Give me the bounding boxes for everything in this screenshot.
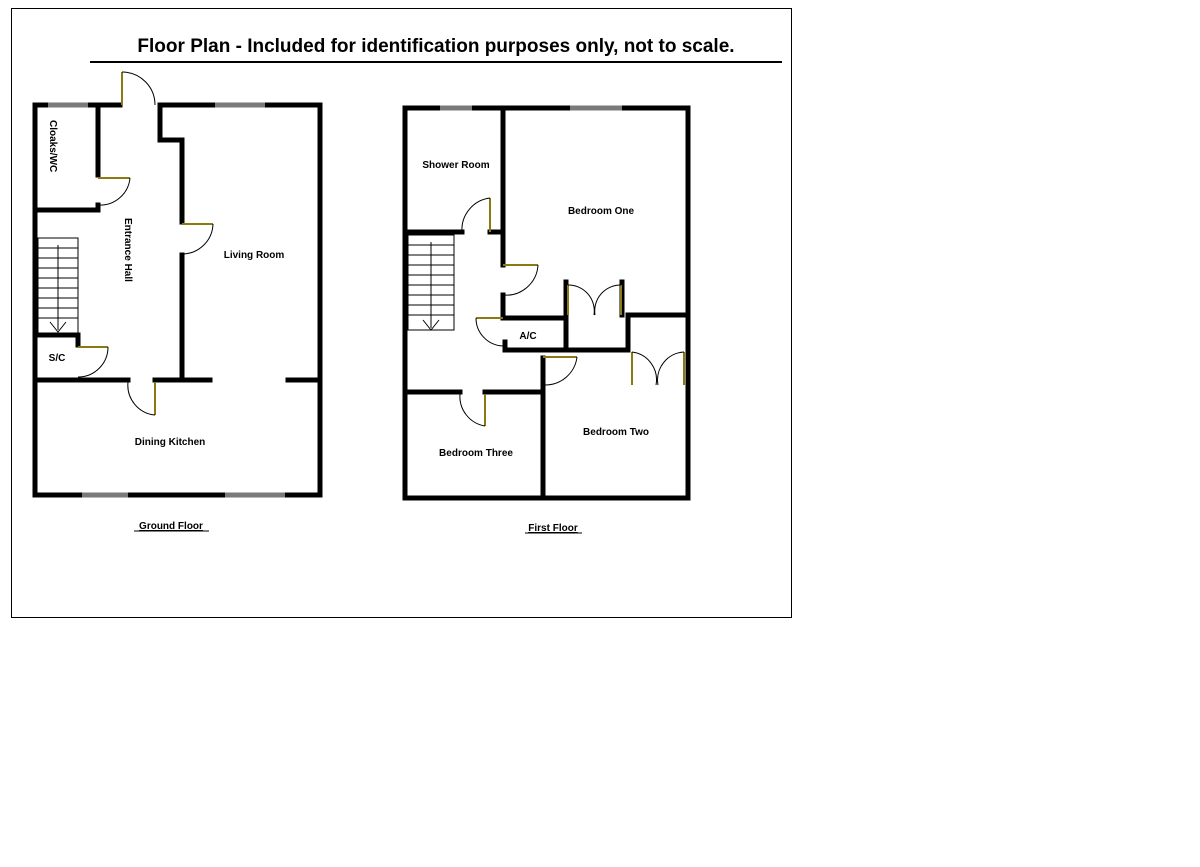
plan-title-underline	[90, 61, 782, 63]
room-label-entrance-hall: Entrance Hall	[122, 218, 133, 282]
room-label-bedroom-one: Bedroom One	[568, 206, 635, 217]
first-floor-doors	[459, 197, 685, 427]
ground-floor-windows	[48, 102, 285, 498]
room-label-cloaks: Cloaks/WC	[47, 120, 58, 172]
floor-label-ground: Ground Floor	[139, 521, 203, 532]
room-label-bedroom-three: Bedroom Three	[439, 448, 513, 459]
room-label-dining-kitchen: Dining Kitchen	[135, 437, 206, 448]
ground-floor: Cloaks/WC Entrance Hall Living Room S/C …	[32, 71, 323, 532]
room-label-bedroom-two: Bedroom Two	[583, 427, 649, 438]
first-floor-stairs	[407, 234, 455, 331]
ground-floor-doors	[77, 71, 214, 416]
first-floor: Shower Room Bedroom One A/C Bedroom Two …	[402, 105, 691, 534]
room-label-airing-cupboard: A/C	[519, 331, 536, 342]
floor-label-first: First Floor	[528, 523, 578, 534]
room-label-store: S/C	[49, 353, 66, 364]
room-label-living-room: Living Room	[224, 250, 285, 261]
ground-floor-stairs	[37, 237, 79, 334]
room-label-shower-room: Shower Room	[422, 160, 489, 171]
plan-title: Floor Plan - Included for identification…	[137, 36, 735, 57]
ground-floor-walls	[32, 102, 323, 498]
